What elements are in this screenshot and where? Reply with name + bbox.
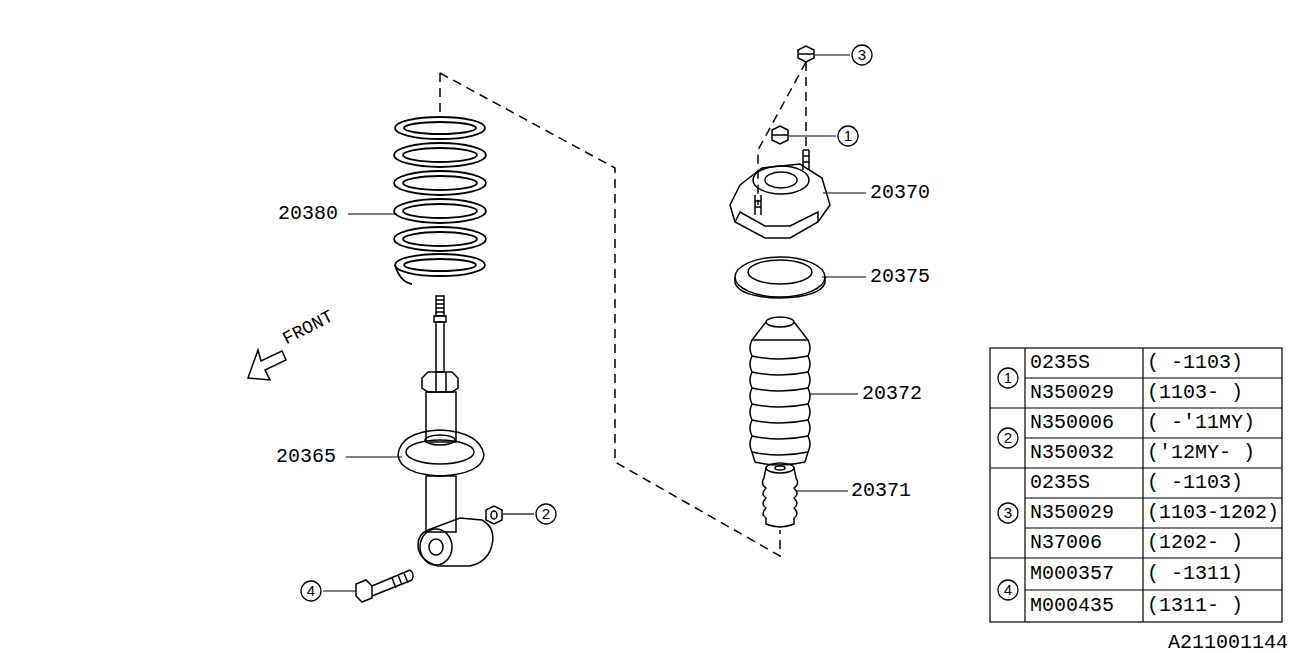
callout-text: 3 [997,502,1019,524]
nut [772,46,814,144]
table-part-number: M000435 [1030,596,1114,616]
strut-mount [730,150,830,238]
table-part-number: N350029 [1030,503,1114,523]
table-date-range: (1103- ) [1147,383,1243,403]
table-part-number: N350006 [1030,413,1114,433]
part-number: 20371 [851,481,911,501]
table-grid [990,348,1282,622]
direction-label: FRONT [279,307,336,349]
table-part-number: 0235S [1030,473,1090,493]
callout-number: 3 [851,44,873,66]
callout-number: 2 [535,503,557,525]
callout-number: 4 [300,580,322,602]
table-date-range: (1202- ) [1147,533,1243,553]
table-date-range: (1103-1202) [1147,503,1279,523]
callout-text: 2 [997,427,1019,449]
coil-spring [394,117,486,284]
callout-number: 4 [997,579,1019,601]
table-date-range: ('12MY- ) [1147,443,1255,463]
callout-text: 3 [851,44,873,66]
table-part-number: N37006 [1030,533,1102,553]
diagram-id: A211001144 [1168,633,1288,653]
callout-text: 4 [997,579,1019,601]
table-date-range: ( -1311) [1147,564,1243,584]
assembly-line [440,62,806,556]
table-part-number: N350032 [1030,443,1114,463]
bearing-ring [735,257,825,298]
callout-number: 3 [997,502,1019,524]
table-part-number: 0235S [1030,353,1090,373]
dust-boot [750,317,810,465]
callout-number: 2 [997,427,1019,449]
part-number: 20380 [278,204,338,224]
bolt [356,570,413,602]
part-number: 20370 [870,183,930,203]
callout-text: 2 [535,503,557,525]
front-arrow [248,350,286,380]
callout-text: 1 [837,125,859,147]
bump-stop [762,463,797,527]
table-part-number: M000357 [1030,564,1114,584]
table-date-range: ( -1103) [1147,353,1243,373]
leader-line [323,55,866,591]
callout-number: 1 [997,367,1019,389]
part-number: 20375 [870,267,930,287]
callout-text: 4 [300,580,322,602]
table-part-number: N350029 [1030,383,1114,403]
shock-absorber [398,296,493,566]
part-number: 20372 [862,384,922,404]
flange-nut [486,506,502,524]
table-date-range: (1311- ) [1147,596,1243,616]
table-date-range: ( -1103) [1147,473,1243,493]
table-date-range: ( -'11MY) [1147,413,1255,433]
callout-number: 1 [837,125,859,147]
callout-text: 1 [997,367,1019,389]
part-number: 20365 [276,447,336,467]
